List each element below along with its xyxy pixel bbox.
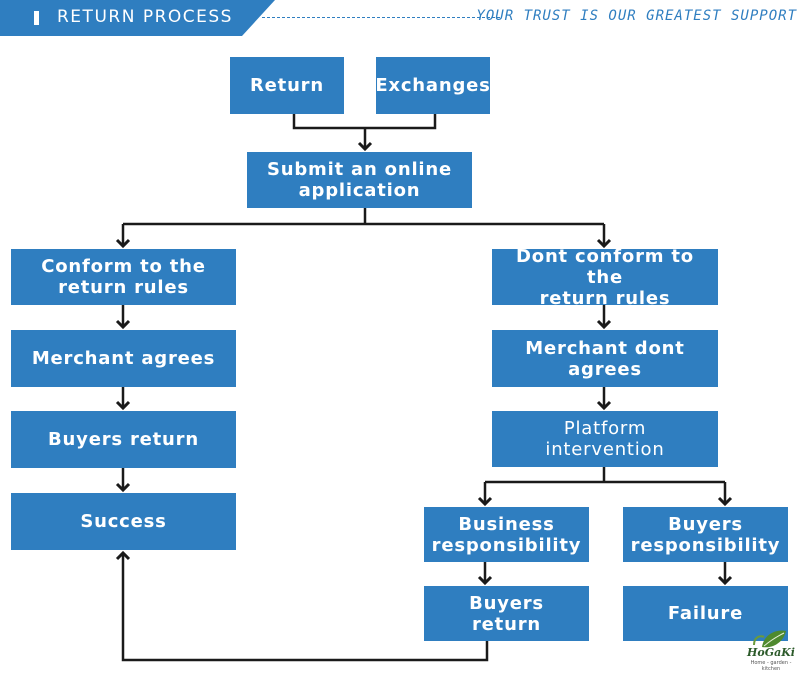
logo-brand: HoGaKi — [747, 646, 795, 659]
header-divider — [262, 17, 500, 18]
header-bar-icon — [34, 11, 39, 25]
platform-label-line2: intervention — [545, 439, 665, 460]
buyers-responsibility-box: Buyers responsibility — [623, 507, 788, 562]
success-label: Success — [80, 511, 167, 532]
return-box: Return — [230, 57, 344, 114]
business-label-line1: Business — [458, 513, 555, 535]
dont-conform-label-line2: return rules — [539, 287, 671, 309]
submit-application-box: Submit an online application — [247, 152, 472, 208]
tagline: YOUR TRUST IS OUR GREATEST SUPPORT — [476, 8, 797, 24]
merchant-agrees-box: Merchant agrees — [11, 330, 236, 387]
conform-rules-box: Conform to the return rules — [11, 249, 236, 305]
conform-label-line1: Conform to the — [41, 256, 206, 277]
dont-conform-label-line1: Dont conform to the — [516, 245, 694, 288]
exchanges-label: Exchanges — [375, 75, 491, 96]
failure-label: Failure — [667, 603, 744, 624]
merchant-dont-agrees-label: Merchant dont agrees — [525, 337, 685, 380]
merchant-agrees-label: Merchant agrees — [31, 348, 216, 369]
leaf-logo-icon — [753, 630, 786, 648]
connector-return-merge — [292, 114, 437, 130]
header-tab — [0, 0, 275, 36]
exchanges-box: Exchanges — [375, 57, 491, 114]
buyers-return-left-label: Buyers return — [48, 429, 199, 450]
success-box: Success — [11, 493, 236, 550]
buyers-return-right-box: Buyers return — [424, 586, 589, 641]
buyers-resp-label-line1: Buyers — [668, 513, 743, 535]
buyers-return-right-line2: return — [472, 613, 541, 635]
page-title: RETURN PROCESS — [57, 7, 233, 27]
merchant-dont-agrees-box: Merchant dont agrees — [492, 330, 718, 387]
buyers-return-right-line1: Buyers — [469, 592, 544, 614]
business-responsibility-box: Business responsibility — [424, 507, 589, 562]
platform-label-line1: Platform — [563, 418, 647, 439]
submit-label-line2: application — [298, 180, 421, 201]
failure-box: Failure — [623, 586, 788, 641]
connector-platform-split — [485, 467, 725, 484]
platform-intervention-box: Platform intervention — [492, 411, 718, 467]
buyers-return-left-box: Buyers return — [11, 411, 236, 468]
logo-subtitle: Home - garden - kitchen — [750, 660, 792, 672]
buyers-resp-label-line2: responsibility — [630, 534, 781, 556]
submit-label-line1: Submit an online — [266, 159, 453, 180]
connector-loop-to-success — [115, 550, 489, 662]
dont-conform-rules-box: Dont conform to the return rules — [492, 245, 718, 309]
return-label: Return — [250, 75, 324, 96]
business-label-line2: responsibility — [431, 534, 582, 556]
conform-label-line2: return rules — [58, 277, 189, 298]
